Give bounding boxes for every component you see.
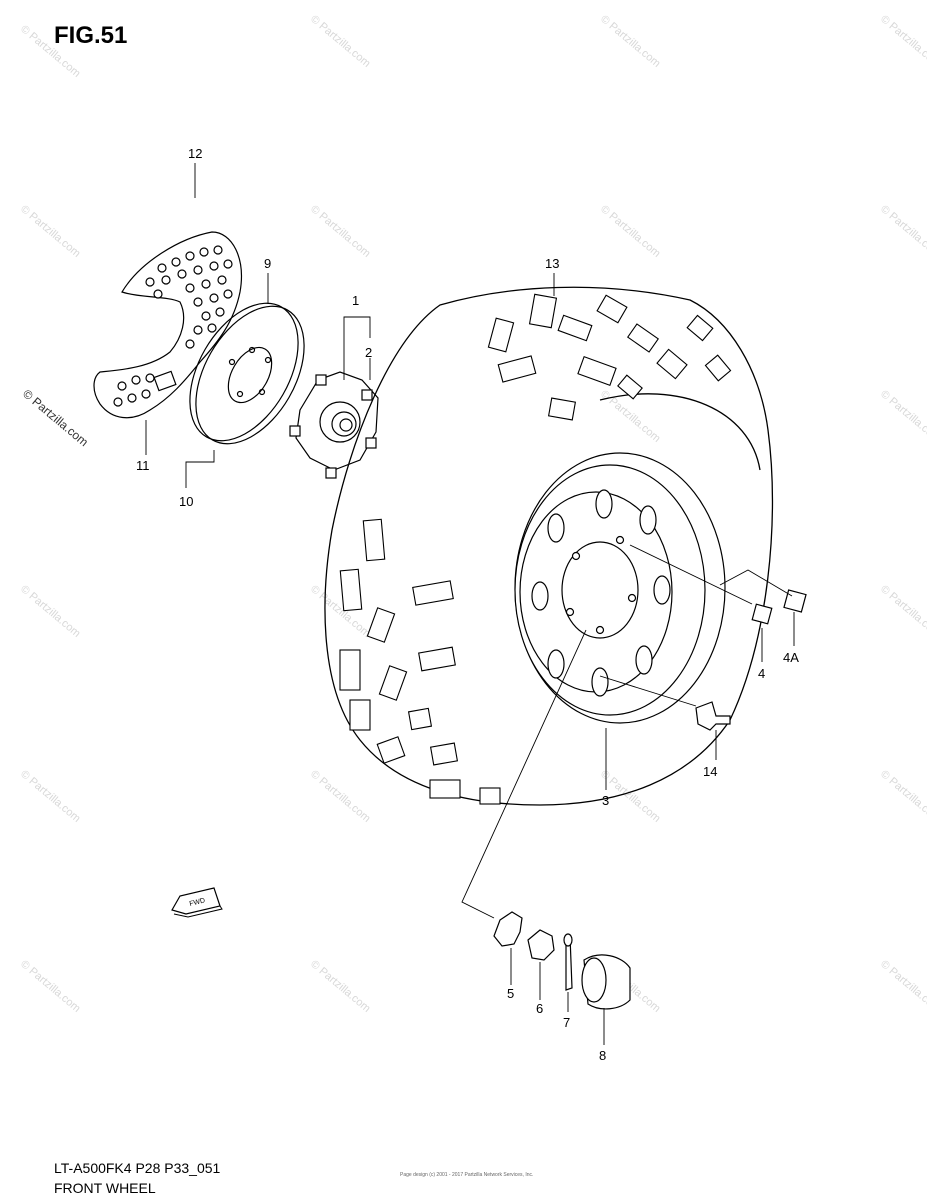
- watermark: © Partzilla.com: [878, 958, 927, 1015]
- watermark: © Partzilla.com: [878, 13, 927, 70]
- watermark: © Partzilla.com: [18, 203, 82, 260]
- wheel-hardware: [493, 911, 631, 1010]
- direction-arrow: FWD: [171, 887, 223, 918]
- figure-title: FIG.51: [54, 22, 128, 49]
- watermark-layer: © Partzilla.com © Partzilla.com © Partzi…: [18, 13, 927, 1015]
- callout-10: 10: [179, 494, 193, 509]
- brake-disc: [189, 302, 305, 445]
- tire: [324, 286, 774, 806]
- direction-arrow-label: FWD: [189, 897, 206, 908]
- watermark: © Partzilla.com: [878, 768, 927, 825]
- callout-3: 3: [602, 793, 609, 808]
- watermark: © Partzilla.com: [308, 583, 372, 640]
- watermark: © Partzilla.com: [18, 583, 82, 640]
- wheel-rim: [514, 452, 726, 724]
- wheel-nut: [695, 589, 807, 731]
- callout-4A: 4A: [783, 650, 799, 665]
- leader-lines: [145, 163, 795, 1045]
- callout-11: 11: [136, 458, 150, 473]
- watermark: © Partzilla.com: [308, 768, 372, 825]
- watermark: © Partzilla.com: [308, 958, 372, 1015]
- callout-14: 14: [703, 764, 717, 779]
- brake-disc-guard: [93, 231, 242, 419]
- callout-8: 8: [599, 1048, 606, 1063]
- callout-2: 2: [365, 345, 372, 360]
- callout-4: 4: [758, 666, 765, 681]
- watermark: © Partzilla.com: [308, 203, 372, 260]
- watermark: © Partzilla.com: [878, 583, 927, 640]
- callout-labels: 12 9 1 2 11 10 13 4 4A 14 3 5 6 7 8: [136, 146, 799, 1063]
- watermark: © Partzilla.com: [18, 23, 82, 80]
- watermark: © Partzilla.com: [878, 388, 927, 445]
- callout-5: 5: [507, 986, 514, 1001]
- footer-copyright: Page design (c) 2001 - 2017 Partzilla Ne…: [400, 1172, 534, 1178]
- watermark: © Partzilla.com: [598, 13, 662, 70]
- watermark: © Partzilla.com: [18, 768, 82, 825]
- footer-section-name: FRONT WHEEL: [54, 1180, 156, 1196]
- wheel-hub: [289, 371, 379, 479]
- watermark: © Partzilla.com: [308, 13, 372, 70]
- watermark: © Partzilla.com: [598, 203, 662, 260]
- footer-model-code: LT-A500FK4 P28 P33_051: [54, 1160, 221, 1176]
- watermark: © Partzilla.com: [18, 958, 82, 1015]
- watermark-main: © Partzilla.com: [20, 387, 91, 450]
- callout-12: 12: [188, 146, 202, 161]
- callout-7: 7: [563, 1015, 570, 1030]
- watermark: © Partzilla.com: [878, 203, 927, 260]
- callout-9: 9: [264, 256, 271, 271]
- callout-6: 6: [536, 1001, 543, 1016]
- callout-1: 1: [352, 293, 359, 308]
- callout-13: 13: [545, 256, 559, 271]
